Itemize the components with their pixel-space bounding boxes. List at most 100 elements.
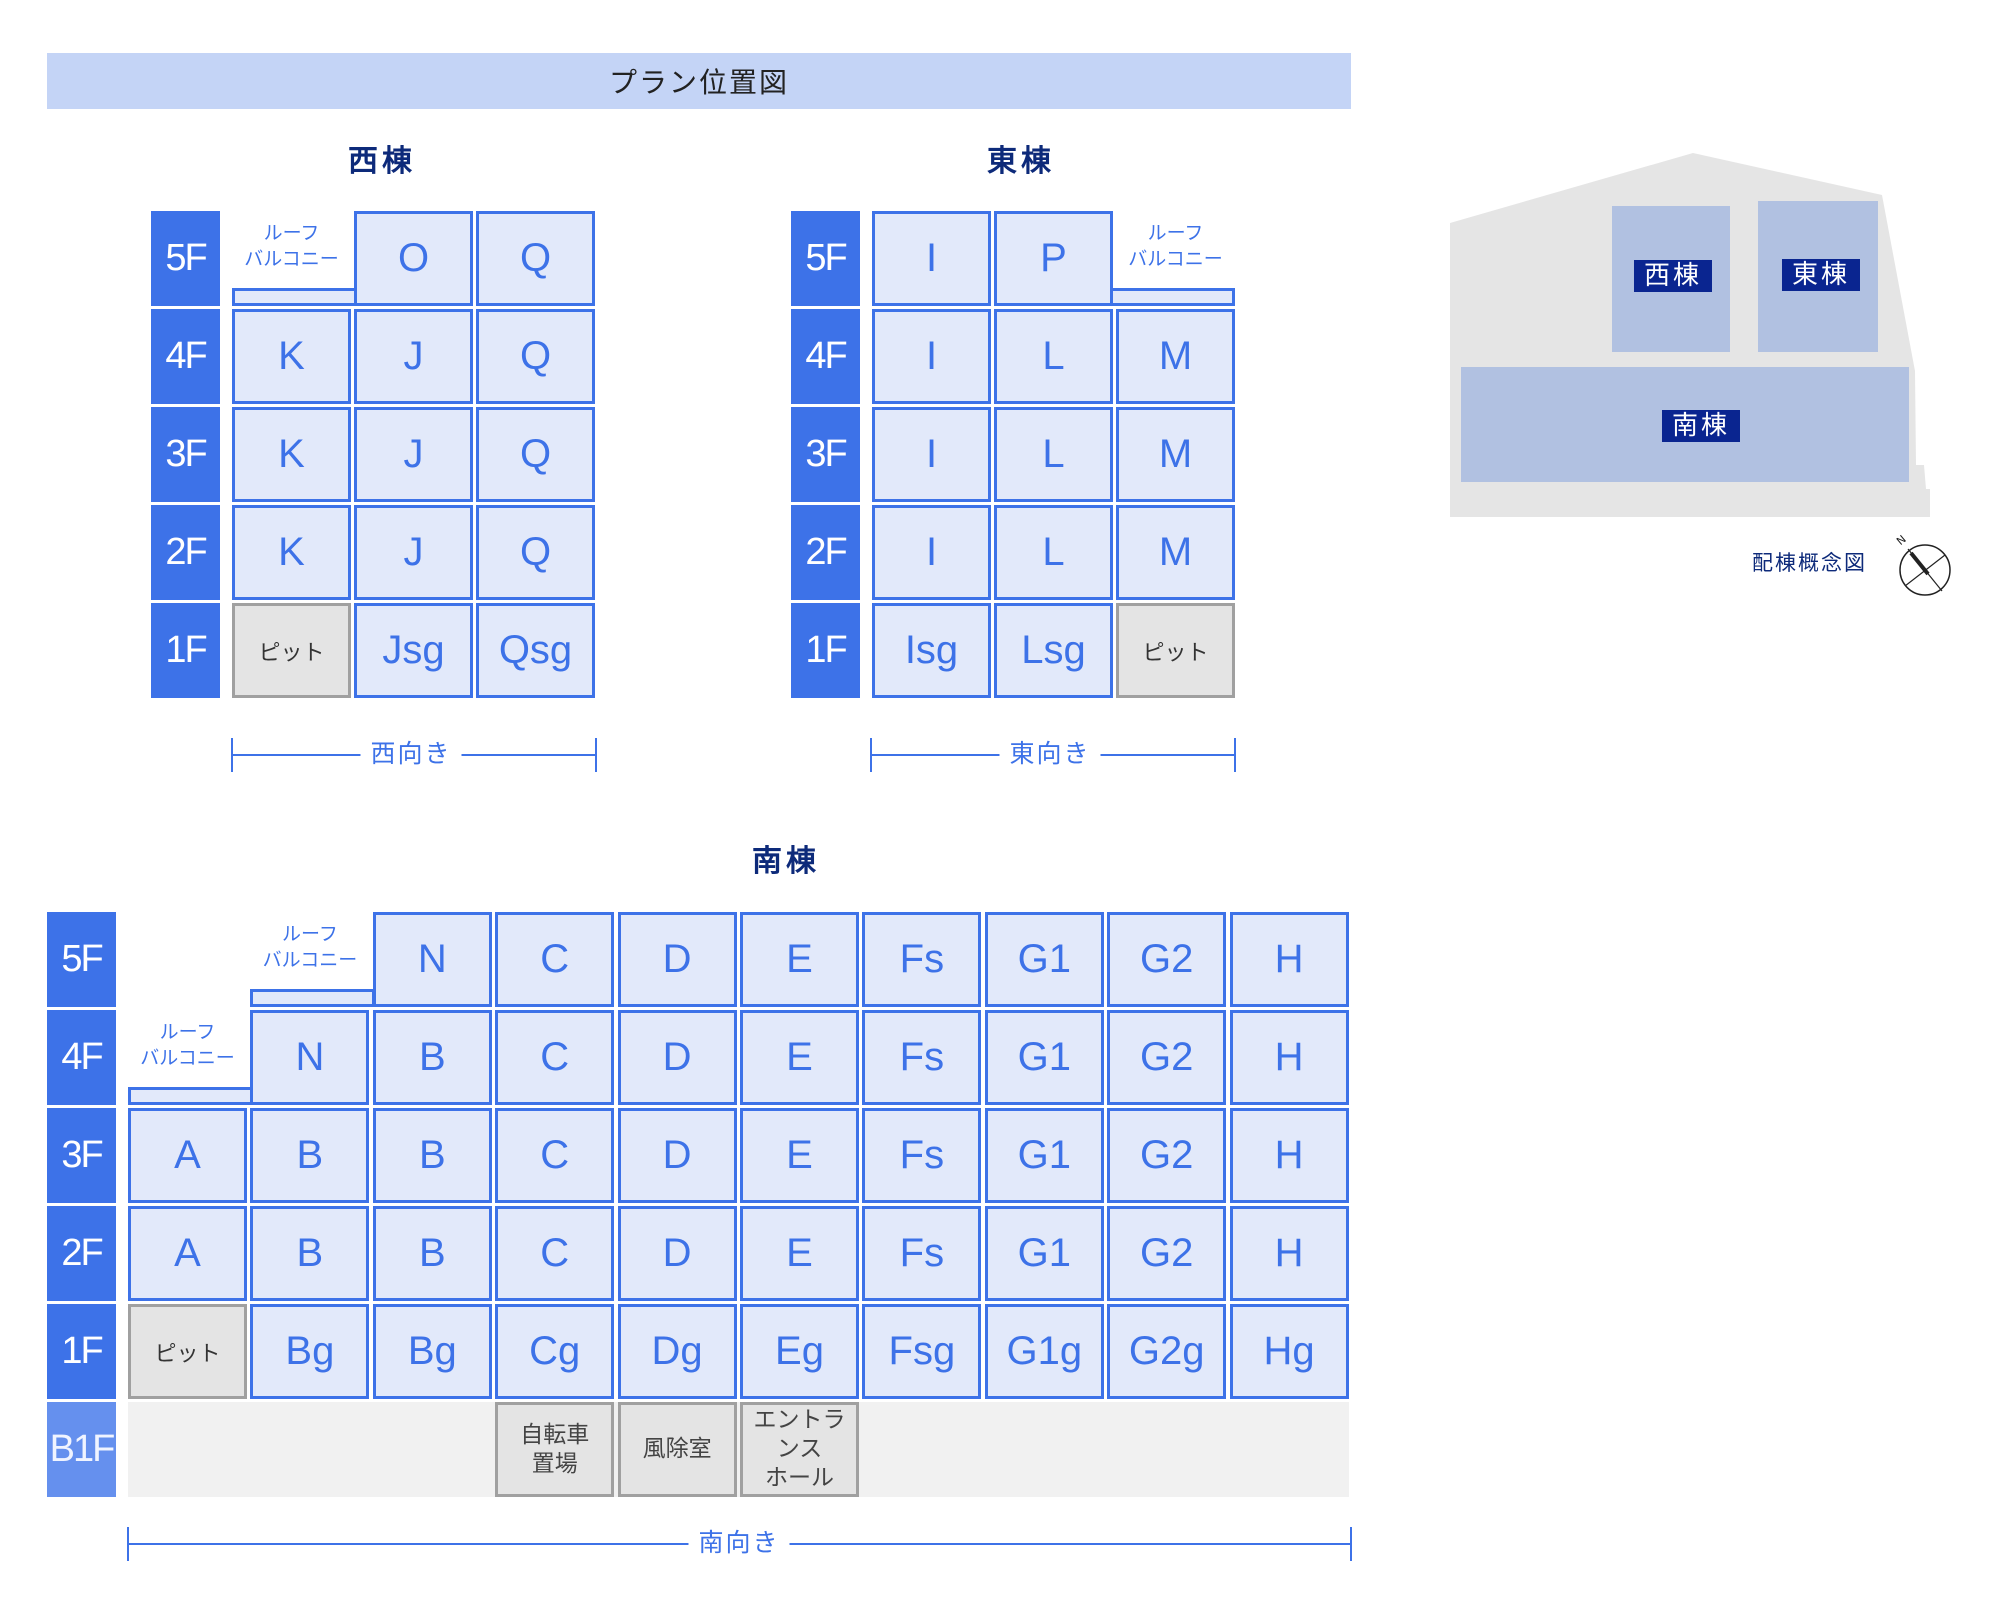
unit-cell[interactable]: B xyxy=(372,1108,492,1203)
floor-label-b1f: B1F xyxy=(47,1402,116,1497)
unit-cell[interactable]: Dg xyxy=(617,1304,737,1399)
unit-cell[interactable]: H xyxy=(1229,1206,1349,1301)
east-direction-indicator: 東向き xyxy=(870,738,1236,772)
unit-cell[interactable]: L xyxy=(994,407,1113,502)
unit-cell[interactable]: C xyxy=(495,912,615,1007)
unit-cell[interactable]: Isg xyxy=(872,603,991,698)
unit-cell[interactable]: L xyxy=(994,309,1113,404)
unit-cell[interactable]: L xyxy=(994,505,1113,600)
unit-cell[interactable]: B xyxy=(250,1108,370,1203)
floor-label-3f: 3F xyxy=(151,407,220,502)
unit-cell[interactable]: J xyxy=(354,309,473,404)
floor-label-1f: 1F xyxy=(791,603,860,698)
unit-cell[interactable]: O xyxy=(354,211,473,306)
unit-cell[interactable]: G1 xyxy=(984,1206,1104,1301)
unit-cell[interactable]: Jsg xyxy=(354,603,473,698)
unit-cell[interactable]: J xyxy=(354,505,473,600)
unit-cell[interactable]: E xyxy=(740,1010,859,1105)
roof-balcony-label: ルーフ バルコニー xyxy=(140,1021,235,1069)
unit-cell[interactable]: G2 xyxy=(1107,1206,1227,1301)
unit-cell[interactable]: E xyxy=(740,912,859,1007)
unit-cell[interactable]: P xyxy=(994,211,1113,306)
pit-cell: ピット xyxy=(1116,603,1235,698)
unit-cell[interactable]: E xyxy=(740,1108,859,1203)
unit-cell[interactable]: Fs xyxy=(862,1010,982,1105)
pit-cell: ピット xyxy=(232,603,351,698)
east-direction-label: 東向き xyxy=(999,738,1101,770)
unit-cell[interactable]: D xyxy=(617,1108,737,1203)
south-building-title: 南棟 xyxy=(752,844,820,879)
unit-cell[interactable]: Eg xyxy=(740,1304,859,1399)
unit-cell[interactable]: Hg xyxy=(1229,1304,1349,1399)
site-south-label: 南棟 xyxy=(1661,410,1741,442)
unit-cell[interactable]: G2 xyxy=(1107,1108,1227,1203)
unit-cell[interactable]: Qsg xyxy=(476,603,595,698)
unit-cell[interactable]: Cg xyxy=(495,1304,615,1399)
unit-cell[interactable]: Bg xyxy=(372,1304,492,1399)
unit-cell[interactable]: I xyxy=(872,505,991,600)
basement-area xyxy=(128,1402,1349,1497)
unit-cell[interactable]: Q xyxy=(476,505,595,600)
roof-balcony: ルーフ バルコニー xyxy=(1110,211,1235,306)
floor-label-2f: 2F xyxy=(151,505,220,600)
roof-balcony-label: ルーフ バルコニー xyxy=(1128,222,1223,270)
site-layout-diagram: 西棟 東棟 南棟 xyxy=(1440,145,1980,605)
unit-cell[interactable]: B xyxy=(372,1010,492,1105)
unit-cell[interactable]: Fs xyxy=(862,912,982,1007)
unit-cell[interactable]: G2 xyxy=(1107,1010,1227,1105)
unit-cell[interactable]: E xyxy=(740,1206,859,1301)
unit-cell[interactable]: Lsg xyxy=(994,603,1113,698)
unit-cell[interactable]: Q xyxy=(476,211,595,306)
unit-cell[interactable]: C xyxy=(495,1010,615,1105)
unit-cell[interactable]: D xyxy=(617,1010,737,1105)
unit-cell[interactable]: M xyxy=(1116,309,1235,404)
unit-cell[interactable]: I xyxy=(872,309,991,404)
unit-cell[interactable]: G2g xyxy=(1107,1304,1227,1399)
unit-cell[interactable]: C xyxy=(495,1108,615,1203)
unit-cell[interactable]: B xyxy=(250,1206,370,1301)
unit-cell[interactable]: C xyxy=(495,1206,615,1301)
floor-label-2f: 2F xyxy=(791,505,860,600)
unit-cell[interactable]: H xyxy=(1229,1010,1349,1105)
common-area-cell: エントランス ホール xyxy=(740,1402,859,1497)
unit-cell[interactable]: G1 xyxy=(984,1108,1104,1203)
unit-cell[interactable]: G1 xyxy=(984,912,1104,1007)
unit-cell[interactable]: Fsg xyxy=(862,1304,982,1399)
unit-cell[interactable]: D xyxy=(617,1206,737,1301)
unit-cell[interactable]: A xyxy=(128,1206,247,1301)
unit-cell[interactable]: G1 xyxy=(984,1010,1104,1105)
unit-cell[interactable]: H xyxy=(1229,912,1349,1007)
unit-cell[interactable]: H xyxy=(1229,1108,1349,1203)
west-building-title: 西棟 xyxy=(348,144,416,179)
roof-balcony-label: ルーフ バルコニー xyxy=(244,222,339,270)
unit-cell[interactable]: K xyxy=(232,309,351,404)
unit-cell[interactable]: N xyxy=(372,912,492,1007)
unit-cell[interactable]: M xyxy=(1116,505,1235,600)
unit-cell[interactable]: A xyxy=(128,1108,247,1203)
unit-cell[interactable]: I xyxy=(872,211,991,306)
unit-cell[interactable]: Fs xyxy=(862,1108,982,1203)
unit-cell[interactable]: I xyxy=(872,407,991,502)
unit-cell[interactable]: Fs xyxy=(862,1206,982,1301)
floor-label-3f: 3F xyxy=(791,407,860,502)
unit-cell[interactable]: Q xyxy=(476,407,595,502)
pit-cell: ピット xyxy=(128,1304,247,1399)
floor-label-2f: 2F xyxy=(47,1206,116,1301)
unit-cell[interactable]: G2 xyxy=(1107,912,1227,1007)
unit-cell[interactable]: G1g xyxy=(984,1304,1104,1399)
unit-cell[interactable]: K xyxy=(232,407,351,502)
roof-balcony-strip xyxy=(250,989,376,1007)
unit-cell[interactable]: K xyxy=(232,505,351,600)
east-building-title: 東棟 xyxy=(987,144,1055,179)
unit-cell[interactable]: D xyxy=(617,912,737,1007)
unit-cell[interactable]: Q xyxy=(476,309,595,404)
unit-cell[interactable]: M xyxy=(1116,407,1235,502)
floor-label-1f: 1F xyxy=(47,1304,116,1399)
unit-cell[interactable]: J xyxy=(354,407,473,502)
page-title: プラン位置図 xyxy=(47,53,1351,109)
roof-balcony: ルーフ バルコニー xyxy=(250,912,376,1007)
site-east-label: 東棟 xyxy=(1781,259,1861,291)
unit-cell[interactable]: Bg xyxy=(250,1304,370,1399)
unit-cell[interactable]: N xyxy=(250,1010,370,1105)
unit-cell[interactable]: B xyxy=(372,1206,492,1301)
